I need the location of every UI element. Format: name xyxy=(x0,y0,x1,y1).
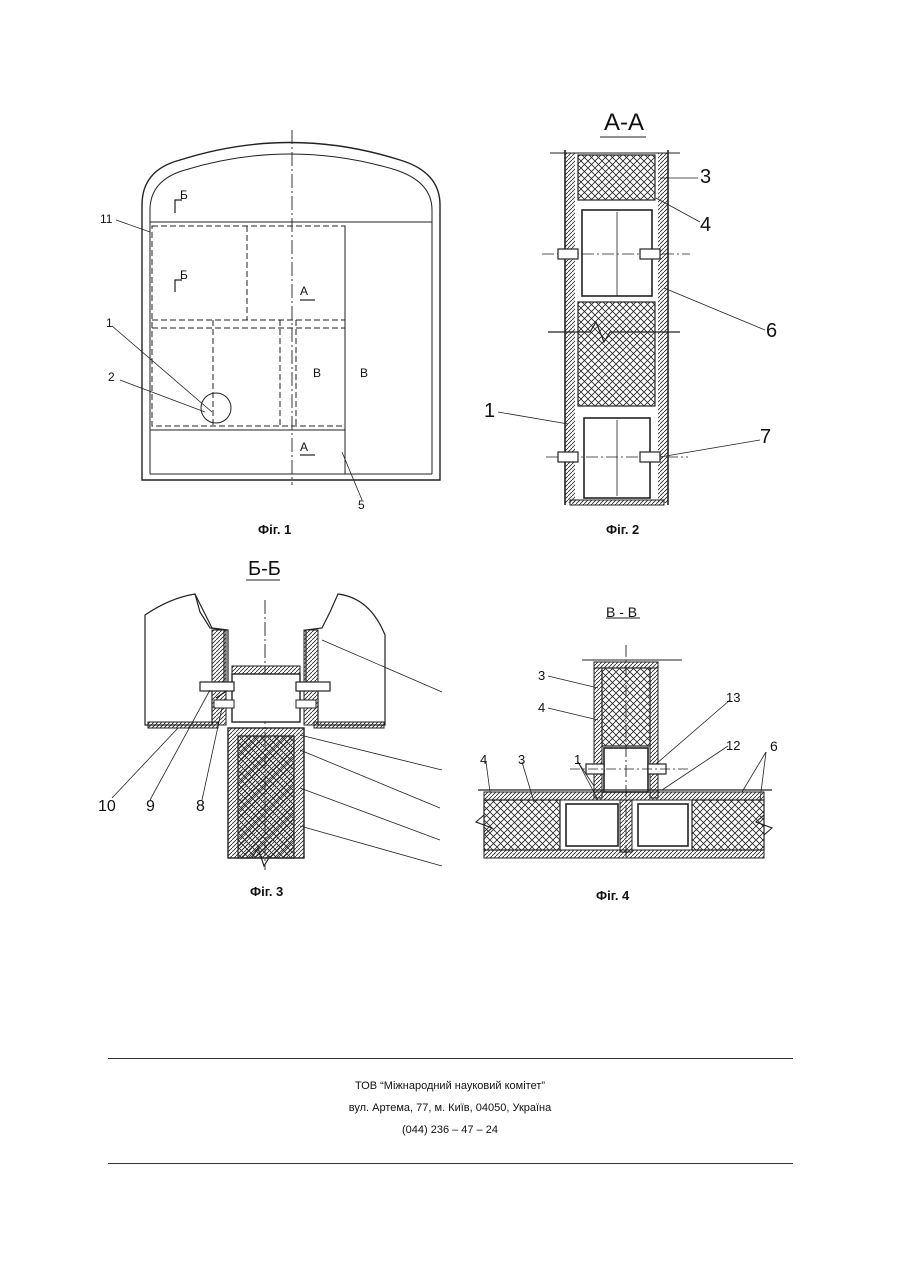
fig4-label-13: 13 xyxy=(726,690,740,705)
fig4-label-6: 6 xyxy=(770,738,778,754)
figure-3-drawing xyxy=(112,580,442,870)
figure-3-caption: Фіг. 3 xyxy=(250,884,283,899)
fig2-label-7: 7 xyxy=(760,426,771,449)
figure-2-caption: Фіг. 2 xyxy=(606,522,639,537)
footer-address: вул. Артема, 77, м. Київ, 04050, Україна xyxy=(0,1102,900,1114)
figure-3-title: Б-Б xyxy=(248,558,281,581)
footer-phone: (044) 236 – 47 – 24 xyxy=(0,1124,900,1136)
fig4-label-1: 1 xyxy=(574,752,581,767)
fig4-label-3-top: 3 xyxy=(538,668,545,683)
fig1-label-5: 5 xyxy=(358,498,365,512)
fig2-label-4: 4 xyxy=(700,214,711,237)
fig2-label-6: 6 xyxy=(766,320,777,343)
fig1-section-b-top: Б xyxy=(180,188,188,202)
figure-4-caption: Фіг. 4 xyxy=(596,888,629,903)
figure-1-caption: Фіг. 1 xyxy=(258,522,291,537)
fig3-label-10: 10 xyxy=(98,798,116,816)
footer-top-rule xyxy=(108,1058,793,1059)
fig4-label-12: 12 xyxy=(726,738,740,753)
fig1-section-a-top: А xyxy=(300,284,308,298)
fig4-label-4-left: 4 xyxy=(480,752,487,767)
fig2-label-1: 1 xyxy=(484,400,495,423)
fig1-label-11: 11 xyxy=(100,212,112,226)
footer-company: ТОВ “Міжнародний науковий комітет” xyxy=(0,1080,900,1092)
fig1-section-a-bottom: А xyxy=(300,440,308,454)
figure-1-drawing xyxy=(112,130,440,500)
fig1-label-1: 1 xyxy=(106,316,113,330)
figure-2-drawing xyxy=(498,137,765,505)
fig1-section-v-right: В xyxy=(360,366,368,380)
fig3-label-8: 8 xyxy=(196,798,205,816)
fig1-section-v-left: В xyxy=(313,366,321,380)
footer-bottom-rule xyxy=(108,1163,793,1164)
fig1-label-2: 2 xyxy=(108,370,115,384)
figure-4-title: В - В xyxy=(606,604,637,620)
fig4-label-3-left: 3 xyxy=(518,752,525,767)
fig4-label-4-top: 4 xyxy=(538,700,545,715)
fig3-label-9: 9 xyxy=(146,798,155,816)
fig1-section-b-mid: Б xyxy=(180,268,188,282)
fig2-label-3: 3 xyxy=(700,166,711,189)
figure-2-title: А-А xyxy=(604,109,644,137)
